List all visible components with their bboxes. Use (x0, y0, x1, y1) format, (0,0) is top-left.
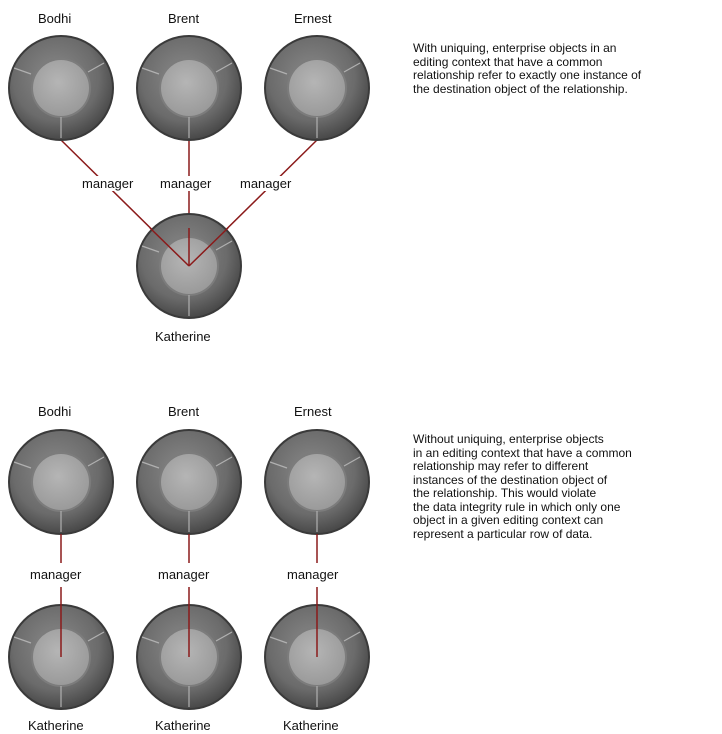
caption-line: the relationship. This would violate (413, 486, 597, 500)
relationship-label: manager (238, 176, 294, 191)
relationship-label: manager (158, 567, 210, 582)
top-relationship-lines-over (149, 227, 229, 267)
relationship-line (149, 227, 190, 267)
bottom-source-objects (7, 428, 371, 536)
object-name-label: Bodhi (38, 11, 72, 26)
relationship-label: manager (158, 176, 214, 191)
relationship-line (188, 227, 229, 267)
caption-line: editing context that have a common (413, 54, 603, 69)
top-caption: With uniquing, enterprise objects in an … (413, 41, 642, 96)
bottom-relationship-lines (60, 534, 318, 657)
object-name-label: Brent (168, 11, 200, 26)
object-name-label: Brent (168, 404, 200, 419)
caption-line: represent a particular row of data. (413, 526, 593, 541)
destination-name-label: Katherine (28, 718, 84, 733)
top-source-objects (7, 34, 371, 142)
caption-line: in an editing context that have a common (413, 445, 632, 460)
caption-line: Without uniquing, enterprise objects (413, 432, 604, 446)
destination-name-label: Katherine (283, 718, 339, 733)
destination-name-label: Katherine (155, 329, 211, 344)
caption-line: instances of the destination object of (413, 472, 608, 487)
caption-line: the data integrity rule in which only on… (413, 499, 621, 514)
object-name-label: Ernest (294, 11, 332, 26)
object-circle-icon (7, 428, 115, 536)
object-circle-icon (263, 428, 371, 536)
object-circle-icon (135, 428, 243, 536)
relationship-label: manager (80, 176, 136, 191)
caption-line: object in a given editing context can (413, 513, 604, 527)
relationship-label: manager (30, 567, 82, 582)
caption-line: relationship may refer to different (413, 459, 589, 473)
caption-line: the destination object of the relationsh… (413, 81, 628, 96)
caption-line: With uniquing, enterprise objects in an (413, 41, 617, 55)
object-circle-icon (263, 34, 371, 142)
caption-line: relationship refer to exactly one instan… (413, 68, 642, 82)
bottom-caption: Without uniquing, enterprise objects in … (413, 432, 632, 541)
object-circle-icon (7, 34, 115, 142)
object-name-label: Ernest (294, 404, 332, 419)
object-circle-icon (135, 34, 243, 142)
relationship-label: manager (287, 567, 339, 582)
destination-name-label: Katherine (155, 718, 211, 733)
object-name-label: Bodhi (38, 404, 72, 419)
